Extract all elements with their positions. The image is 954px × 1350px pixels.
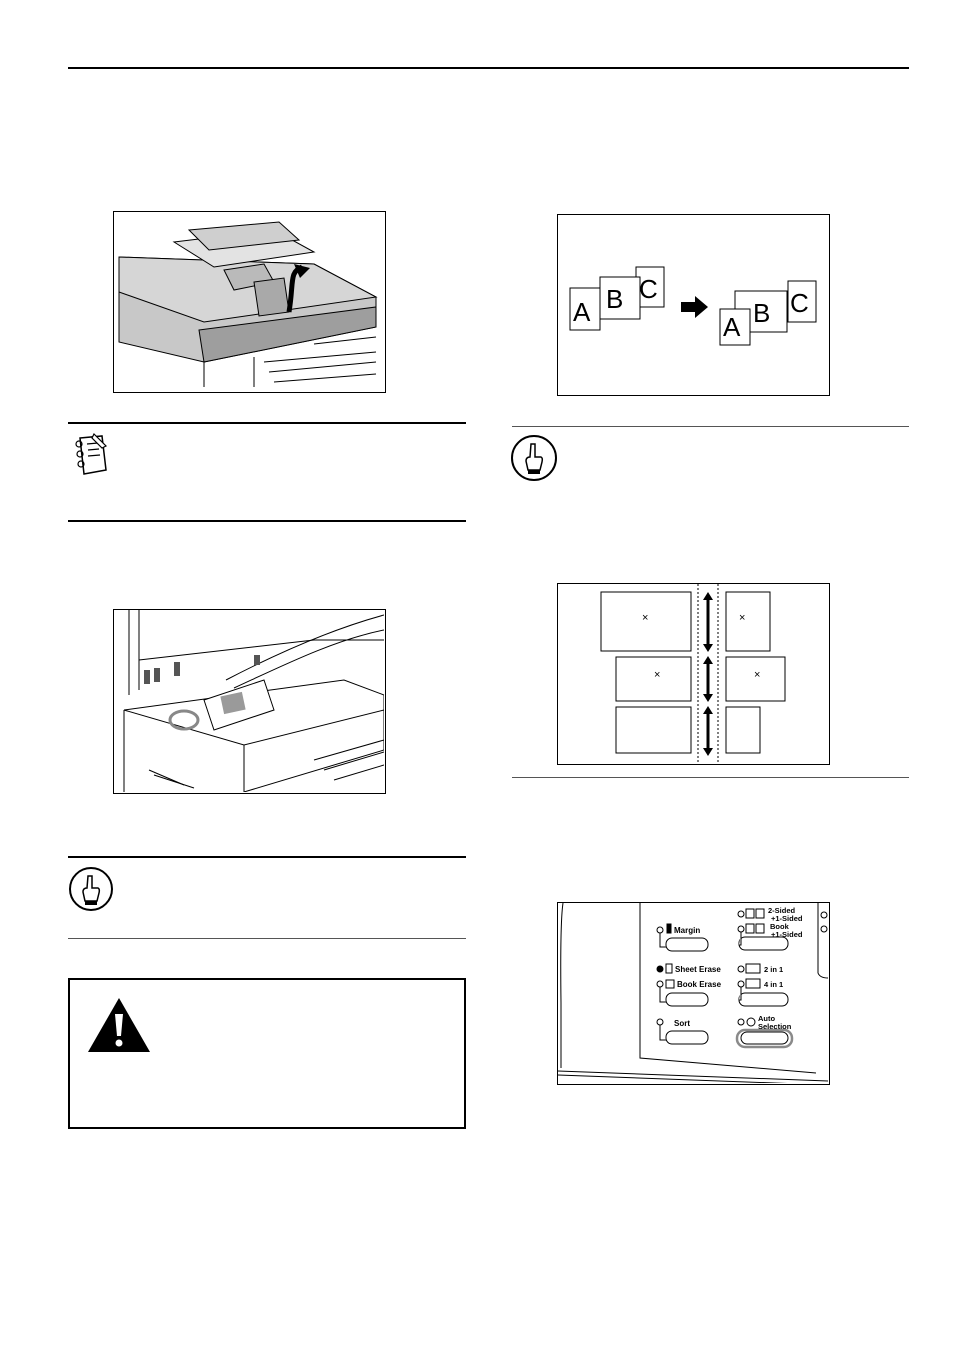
figure-document-processor (113, 211, 386, 393)
header-rule (68, 67, 909, 69)
book-label-2: +1-Sided (771, 930, 803, 939)
auto-selection-label-2: Selection (758, 1022, 792, 1031)
figure-control-panel: Margin Sheet Erase Book Erase Sort (557, 902, 830, 1085)
book-erase-label: Book Erase (677, 980, 722, 989)
size-comparison-diagram: × × × × (600, 584, 786, 763)
arrow-right-icon (681, 296, 708, 318)
figure-document-order: C B A C B A (557, 214, 830, 396)
auto-selection-label-1: Auto (758, 1014, 775, 1023)
section-rule-right (512, 777, 909, 778)
sort-label: Sort (674, 1019, 690, 1028)
right-letter-c: C (790, 288, 809, 318)
pointing-hand-icon (68, 866, 114, 912)
left-letter-c: C (639, 274, 658, 304)
right-letter-b: B (753, 298, 770, 328)
two-in-one-label: 2 in 1 (764, 965, 783, 974)
left-letter-a: A (573, 297, 591, 327)
warning-icon (86, 996, 152, 1054)
platen-illustration (123, 610, 385, 793)
book-label-1: Book (770, 922, 790, 931)
center-mark: × (754, 669, 760, 681)
right-letter-a: A (723, 312, 741, 342)
figure-size-comparison: × × × × (557, 583, 830, 765)
notepad-icon (70, 432, 114, 478)
four-in-one-label: 4 in 1 (764, 980, 783, 989)
two-sided-label-2: +1-Sided (771, 914, 803, 923)
note-rule-bottom (68, 520, 466, 522)
center-mark: × (739, 612, 745, 624)
figure-platen-placement (113, 609, 386, 794)
center-mark: × (642, 612, 648, 624)
important-rule-bottom (68, 938, 466, 939)
important-right-rule (512, 426, 909, 427)
note-rule-top (68, 422, 466, 424)
sheet-erase-label: Sheet Erase (675, 965, 721, 974)
margin-label: Margin (674, 926, 700, 935)
control-panel-illustration: Margin Sheet Erase Book Erase Sort (558, 903, 829, 1084)
warning-box (68, 978, 466, 1129)
pointing-hand-icon-right (510, 434, 558, 482)
important-rule-top (68, 856, 466, 858)
document-order-diagram: C B A C B A (569, 266, 817, 346)
center-mark: × (654, 669, 660, 681)
left-letter-b: B (606, 284, 623, 314)
document-processor-illustration (118, 221, 378, 387)
two-sided-label-1: 2-Sided (768, 906, 796, 915)
